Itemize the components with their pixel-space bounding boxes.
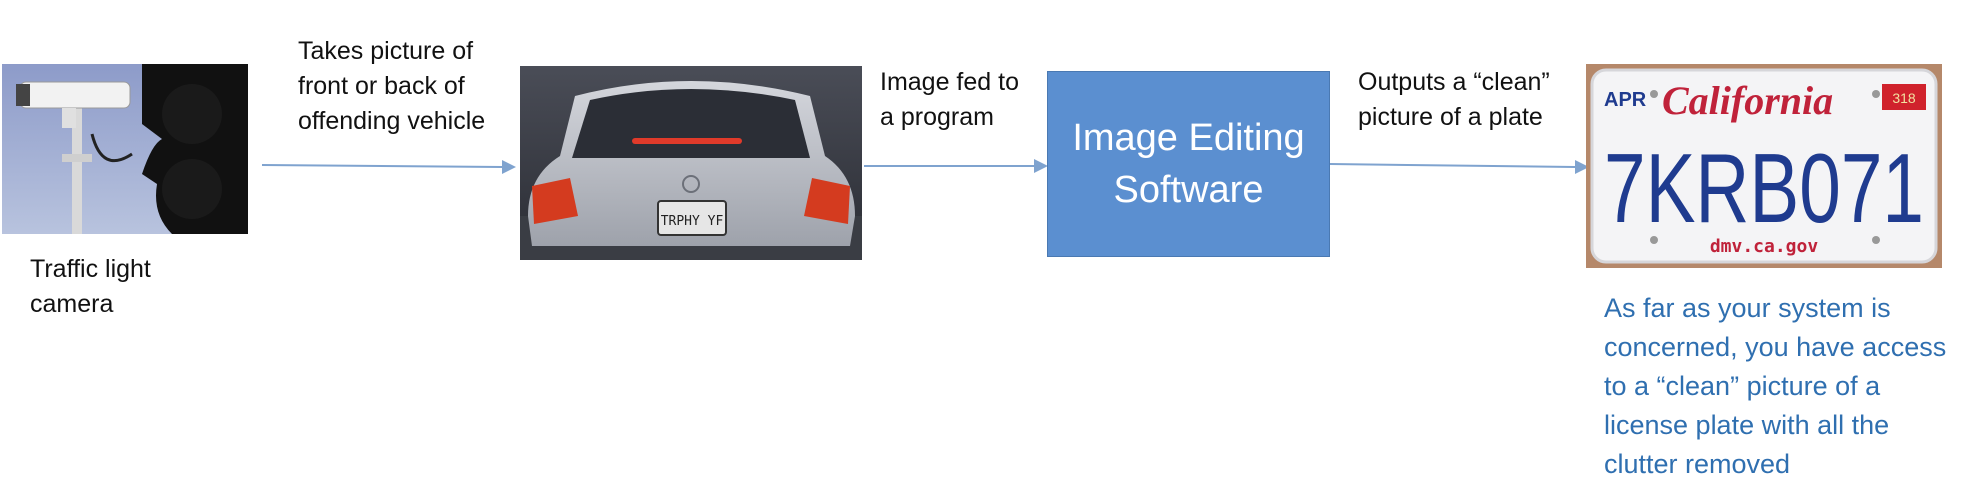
outputs-label: Outputs a “clean” picture of a plate: [1358, 68, 1550, 131]
plate-month: APR: [1604, 89, 1647, 111]
plate-sticker: 318: [1892, 90, 1916, 106]
arrow-software-to-plate: [1330, 160, 1589, 174]
plate-number: 7KRB071: [1604, 133, 1924, 243]
image-fed-label: Image fed to a program: [880, 68, 1019, 131]
license-plate-image: APR California 318 7KRB071 dmv.ca.gov: [1586, 64, 1942, 268]
traffic-camera-image: [2, 64, 248, 234]
plate-website: dmv.ca.gov: [1710, 236, 1819, 257]
car-rear-image: TRPHY YF: [520, 66, 862, 260]
image-editing-software-box: Image Editing Software: [1047, 71, 1330, 257]
traffic-camera-label: Traffic light camera: [30, 255, 151, 318]
arrow-car-to-software: [864, 159, 1048, 173]
note-text: As far as your system is concerned, you …: [1604, 293, 1947, 479]
takes-picture-label: Takes picture of front or back of offend…: [298, 37, 486, 135]
arrow-camera-to-car: [262, 160, 516, 174]
plate-state: California: [1662, 78, 1833, 123]
car-plate-text: TRPHY YF: [661, 214, 724, 229]
